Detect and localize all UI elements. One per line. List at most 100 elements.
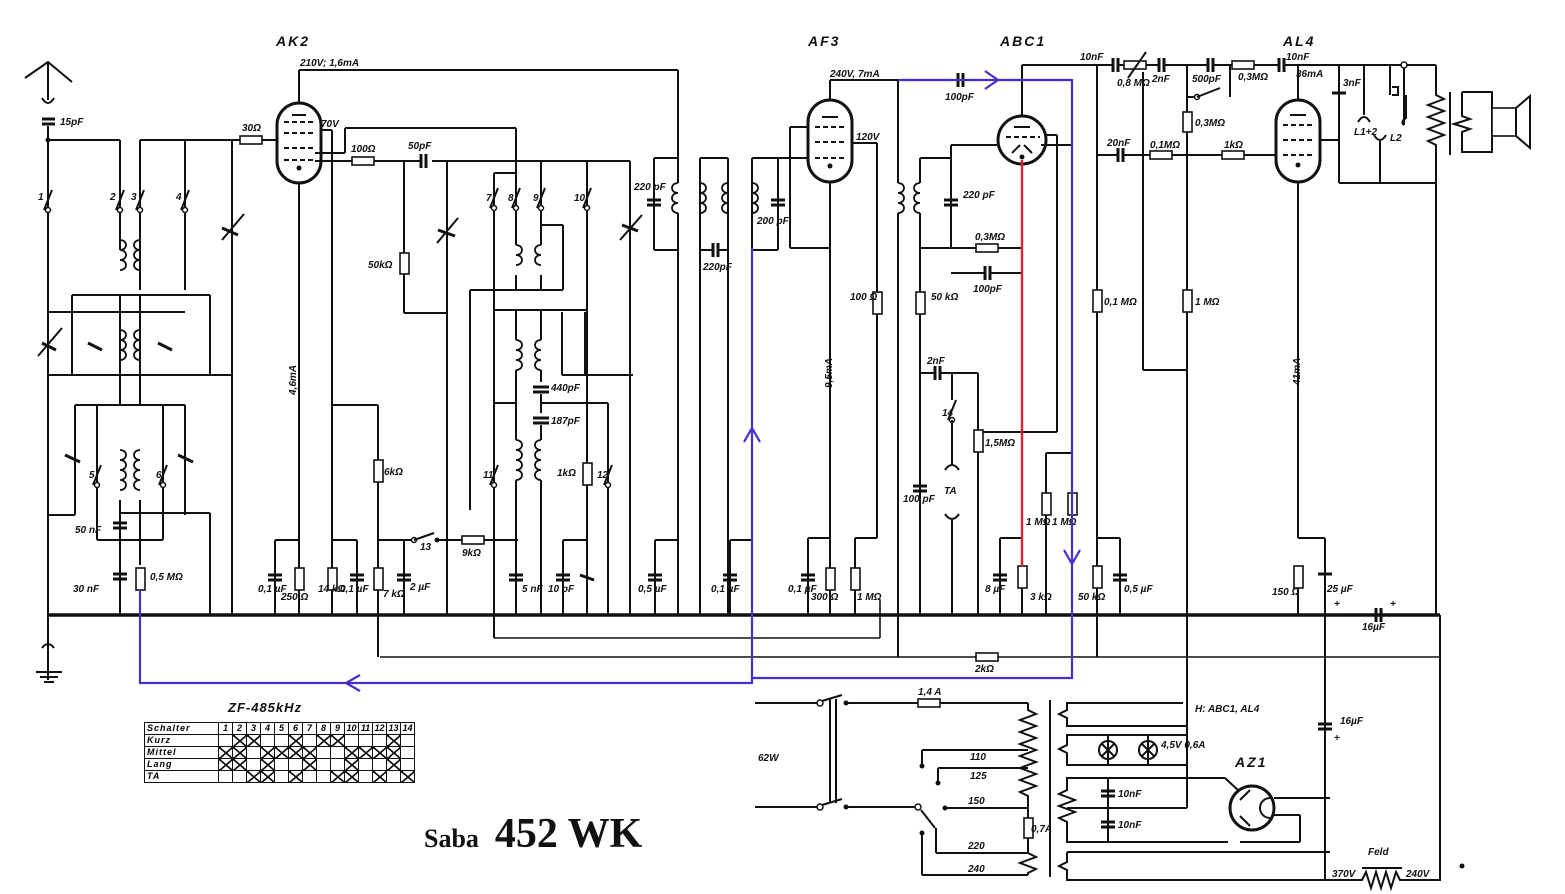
r-300-label: 300 Ω bbox=[811, 592, 838, 603]
switch-14-label: 14 bbox=[942, 408, 954, 419]
c-200pF-label: 200 pF bbox=[756, 216, 790, 227]
input-coil-network bbox=[37, 139, 258, 615]
switch-column-7: 7 bbox=[302, 722, 317, 735]
r-1k-label: 1kΩ bbox=[1224, 140, 1243, 151]
tube-ak2-icon bbox=[275, 101, 323, 185]
switch-cell-closed bbox=[274, 746, 289, 759]
fuse-14-label: 1,4 A bbox=[918, 687, 942, 698]
switch-cell-open bbox=[316, 770, 331, 783]
switch-column-10: 10 bbox=[344, 722, 359, 735]
switch-cell-closed bbox=[386, 746, 401, 759]
switch-cell-closed bbox=[386, 734, 401, 747]
c-2nF-label: 2nF bbox=[926, 356, 946, 367]
switch-cell-closed bbox=[344, 758, 359, 771]
switch-column-8: 8 bbox=[316, 722, 331, 735]
field-coil-label: Feld bbox=[1368, 847, 1389, 858]
r-50k-label: 50kΩ bbox=[368, 260, 393, 271]
tap-110-label: 110 bbox=[970, 752, 986, 763]
c-16uF-a-symbol: + + bbox=[1334, 599, 1396, 622]
switch-cell-open bbox=[232, 770, 247, 783]
switch-row-label: Lang bbox=[144, 758, 219, 771]
model-number: 452 WK bbox=[494, 811, 643, 857]
r-05M-label: 0,5 MΩ bbox=[150, 572, 183, 583]
r-100-label: 100Ω bbox=[351, 144, 376, 155]
switch-cell-open bbox=[274, 770, 289, 783]
c-50nF-label: 50 nF bbox=[75, 525, 102, 536]
switch-cell-open bbox=[302, 770, 317, 783]
c-50pF-symbol bbox=[419, 154, 428, 168]
tube-label-af3: AF3 bbox=[807, 33, 840, 49]
r-150-label: 150 Ω bbox=[1272, 587, 1299, 598]
c-20nF-label: 20nF bbox=[1106, 138, 1131, 149]
tap-150-label: 150 bbox=[968, 796, 985, 807]
c-10nF-t1-label: 10nF bbox=[1118, 789, 1142, 800]
fuse-07-label: 0,7A bbox=[1031, 824, 1052, 835]
wave-switch-contacts-7-12[interactable] bbox=[489, 187, 613, 489]
af-coupling-network bbox=[1092, 51, 1436, 780]
switch-cell-open bbox=[344, 734, 359, 747]
if-frequency-caption: ZF-485kHz bbox=[228, 700, 303, 715]
power-transformer-icon bbox=[1017, 700, 1330, 881]
c-220pF-abc-label: 220 pF bbox=[962, 190, 996, 201]
switch-3-label: 3 bbox=[131, 192, 137, 203]
switch-cell-closed bbox=[372, 746, 387, 759]
switch-2-label: 2 bbox=[109, 192, 116, 203]
al4-anode-current-label: 36mA bbox=[1296, 69, 1323, 80]
brand-name: Saba bbox=[424, 824, 479, 853]
r-7k-label: 7 kΩ bbox=[383, 589, 405, 600]
switch-column-9: 9 bbox=[330, 722, 345, 735]
switch-table-row: TA bbox=[144, 770, 415, 783]
switch-cell-open bbox=[274, 734, 289, 747]
switch-cell-closed bbox=[288, 770, 303, 783]
switch-cell-open bbox=[358, 734, 373, 747]
switch-7-label: 7 bbox=[486, 193, 492, 204]
switch-column-4: 4 bbox=[260, 722, 275, 735]
switch-cell-closed bbox=[246, 770, 261, 783]
switch-cell-closed bbox=[232, 746, 247, 759]
if-transformer-1 bbox=[619, 157, 785, 615]
switch-9-label: 9 bbox=[533, 193, 539, 204]
c-10nF-b-label: 10nF bbox=[1286, 52, 1310, 63]
filter-network bbox=[1318, 615, 1465, 892]
r-1k-osc-label: 1kΩ bbox=[557, 468, 576, 479]
r-250-label: 250 Ω bbox=[280, 592, 308, 603]
switch-cell-closed bbox=[302, 746, 317, 759]
r-03M-b-label: 0,3MΩ bbox=[1238, 72, 1268, 83]
tube-af3-icon bbox=[806, 98, 854, 184]
signal-path-annotation bbox=[138, 70, 1081, 692]
c-16uF-b-plus: + bbox=[1334, 733, 1340, 744]
c-30nF-label: 30 nF bbox=[73, 584, 100, 595]
wave-switch-contacts-1-6[interactable] bbox=[43, 189, 190, 489]
switch-4-label: 4 bbox=[175, 192, 182, 203]
ground-bus bbox=[48, 600, 1440, 658]
switch-cell-open bbox=[400, 746, 415, 759]
c-500pF-label: 500pF bbox=[1192, 74, 1222, 85]
ak2-screen-label: 70V bbox=[321, 119, 340, 130]
c-10nF-a-label: 10nF bbox=[1080, 52, 1104, 63]
tap-240-label: 240 bbox=[967, 864, 985, 875]
al4-output-wiring bbox=[1293, 61, 1531, 615]
switch-cell-closed bbox=[232, 734, 247, 747]
switch-column-3: 3 bbox=[246, 722, 261, 735]
switch-cell-open bbox=[274, 758, 289, 771]
c-100pF-b-label: 100pF bbox=[973, 284, 1003, 295]
c-01uF-c-label: 0,1 µF bbox=[711, 584, 740, 595]
switch-cell-open bbox=[218, 770, 233, 783]
power-rating-label: 62W bbox=[758, 753, 780, 764]
lamp-label: 4,5V 0,6A bbox=[1160, 740, 1205, 751]
ak2-cathode-current-label: 4,6mA bbox=[288, 365, 299, 396]
switch-13-label: 13 bbox=[420, 542, 432, 553]
r-30-symbol bbox=[239, 135, 263, 145]
al4-cathode-current-label: 41mA bbox=[1292, 358, 1303, 386]
switch-cell-closed bbox=[288, 746, 303, 759]
switch-column-11: 11 bbox=[358, 722, 373, 735]
switch-row-label: TA bbox=[144, 770, 219, 783]
switch-cell-closed bbox=[218, 746, 233, 759]
af3-cathode-current-label: 9,5mA bbox=[824, 358, 835, 388]
c-01uF-d-label: 0,1 µF bbox=[788, 584, 817, 595]
switch-cell-open bbox=[372, 758, 387, 771]
voltage-selector[interactable] bbox=[919, 749, 1029, 876]
switch-row-label: Kurz bbox=[144, 734, 219, 747]
